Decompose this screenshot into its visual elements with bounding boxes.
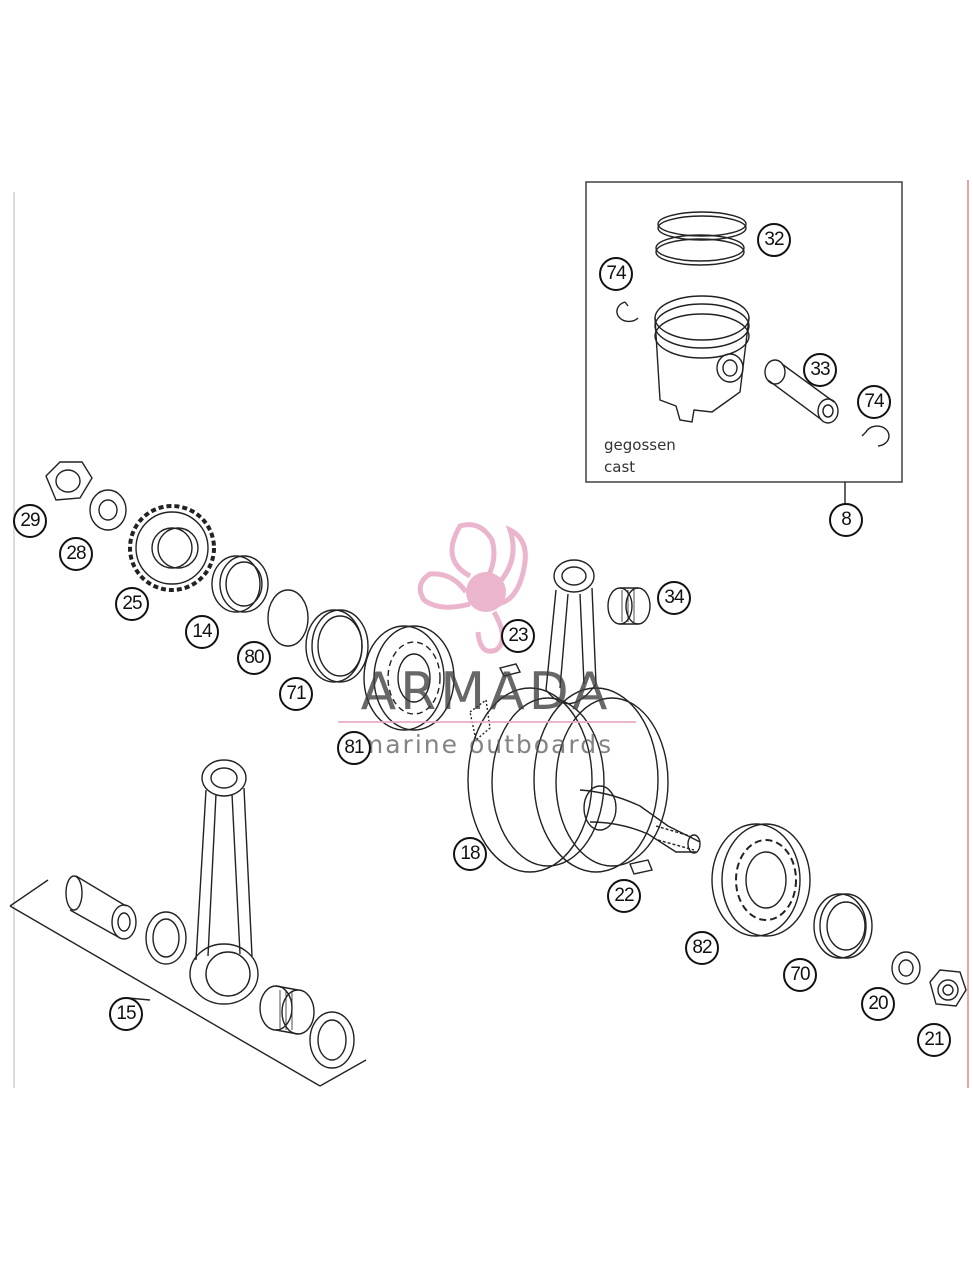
- piston: [654, 295, 750, 423]
- watermark-subtitle: marine outboards: [358, 730, 614, 759]
- callout-seal-left: 71: [279, 677, 313, 711]
- callout-primary-gear: 25: [115, 587, 149, 621]
- piston-rings: [655, 211, 747, 266]
- piston-pin: [764, 359, 839, 424]
- main-bearing-right: [711, 823, 811, 937]
- inset-caption-german: gegossen: [604, 436, 676, 454]
- piston-inset-box: [585, 181, 903, 483]
- callout-o-ring: 80: [237, 641, 271, 675]
- needle-bearing-top: [607, 587, 651, 625]
- crank-nut-left: [45, 461, 93, 501]
- callout-piston-pin: 33: [803, 353, 837, 387]
- shaft-seal-right: [813, 893, 873, 959]
- callout-spacer: 14: [185, 615, 219, 649]
- connecting-rod-kit: [9, 759, 367, 1087]
- crankshaft: [467, 687, 701, 873]
- callout-nut-right: 21: [917, 1023, 951, 1057]
- woodruff-key-bottom: [629, 859, 653, 875]
- callout-crankshaft: 18: [453, 837, 487, 871]
- o-ring: [267, 589, 309, 647]
- callout-bearing-right: 82: [685, 931, 719, 965]
- circlip-left: [616, 301, 639, 323]
- callout-washer-left: 28: [59, 537, 93, 571]
- spacer-sleeve: [211, 555, 269, 613]
- callout-nut-left: 29: [13, 504, 47, 538]
- callout-conrod-kit: 15: [109, 997, 143, 1031]
- main-bearing-left: [363, 625, 455, 731]
- callout-piston-rings: 32: [757, 223, 791, 257]
- lock-washer-left: [89, 489, 127, 531]
- connecting-rod-assembled: [545, 559, 597, 705]
- inset-caption-english: cast: [604, 458, 636, 476]
- callout-washer-right: 20: [861, 987, 895, 1021]
- callout-seal-right: 70: [783, 958, 817, 992]
- woodruff-key-top: [498, 663, 522, 677]
- crank-nut-right: [929, 969, 967, 1007]
- callout-circlip-left: 74: [599, 257, 633, 291]
- callout-circlip-right: 74: [857, 385, 891, 419]
- callout-bearing-left: 81: [337, 731, 371, 765]
- primary-gear: [128, 504, 216, 592]
- watermark-propeller-logo: [338, 522, 636, 723]
- callout-piston-assembly: 8: [829, 503, 863, 537]
- watermark-title: ARMADA: [360, 662, 612, 722]
- callout-key-top: 23: [501, 619, 535, 653]
- circlip-right: [861, 425, 890, 447]
- callout-key-bottom: 22: [607, 879, 641, 913]
- lock-washer-right: [891, 951, 921, 985]
- callout-needle-bearing: 34: [657, 581, 691, 615]
- shaft-seal-left: [305, 609, 369, 683]
